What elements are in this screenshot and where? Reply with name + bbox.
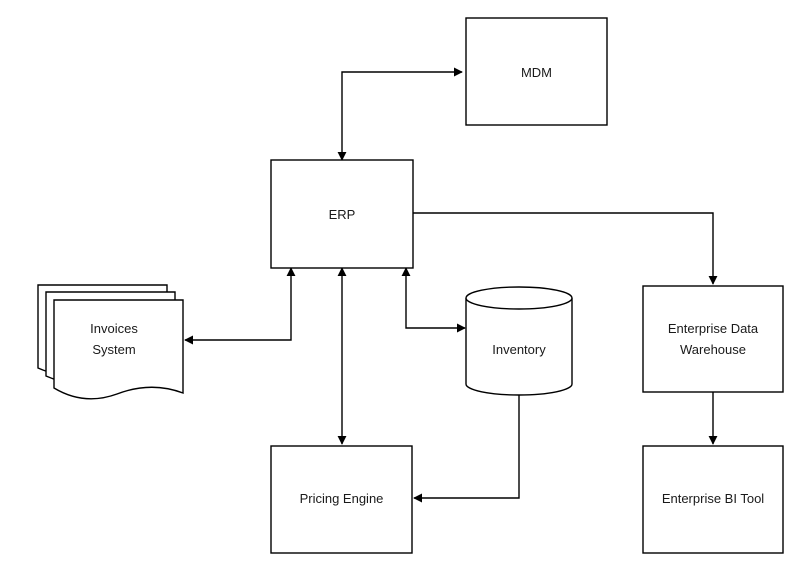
- invoices-doc-front: [53, 299, 184, 400]
- erp-box: [270, 159, 414, 269]
- node-inventory: Inventory: [465, 286, 573, 396]
- mdm-label: MDM: [521, 65, 552, 80]
- node-enterprise-bi-tool: Enterprise BI Tool: [642, 445, 784, 554]
- inventory-cylinder-body: [465, 298, 573, 396]
- inventory-cylinder-top: [465, 286, 573, 310]
- edge-erp-mdm: [337, 67, 463, 161]
- erp-label: ERP: [329, 207, 356, 222]
- node-invoices-system: Invoices System: [37, 284, 184, 400]
- edge-erp-invoices: [184, 267, 296, 345]
- invoices-label-line1: Invoices: [90, 321, 138, 336]
- edw-label-line2: Warehouse: [680, 342, 746, 357]
- mdm-box: [465, 17, 608, 126]
- inventory-label: Inventory: [492, 342, 546, 357]
- bi-label: Enterprise BI Tool: [662, 491, 764, 506]
- edge-erp-inventory: [401, 267, 466, 333]
- pricing-label: Pricing Engine: [300, 491, 384, 506]
- pricing-box: [270, 445, 413, 554]
- bi-box: [642, 445, 784, 554]
- edge-erp-edw: [413, 212, 718, 285]
- node-pricing-engine: Pricing Engine: [270, 445, 413, 554]
- invoices-label-line2: System: [92, 342, 135, 357]
- edw-label-line1: Enterprise Data: [668, 321, 759, 336]
- node-mdm: MDM: [465, 17, 608, 126]
- edge-inventory-pricing: [413, 395, 520, 503]
- node-erp: ERP: [270, 159, 414, 269]
- node-enterprise-data-warehouse: Enterprise Data Warehouse: [642, 285, 784, 393]
- edw-box: [642, 285, 784, 393]
